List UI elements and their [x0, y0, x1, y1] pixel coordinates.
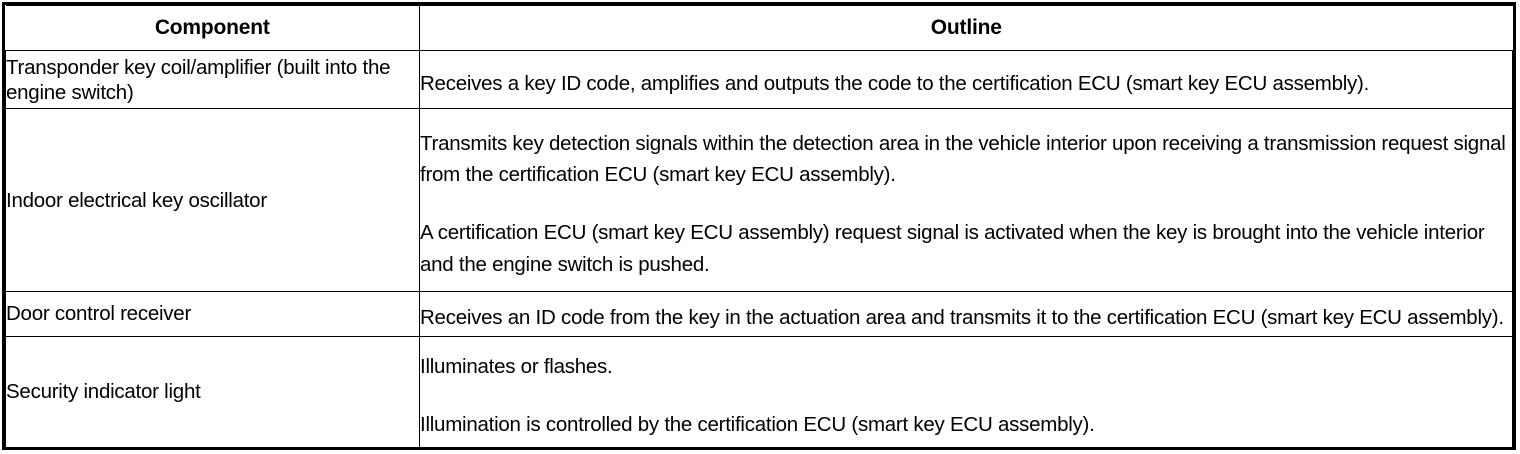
outline-paragraph: Transmits key detection signals within t… — [420, 131, 1506, 186]
component-name-text: Security indicator light — [6, 380, 201, 404]
table-header-row: Component Outline — [5, 5, 1513, 51]
component-name-text: Door control receiver — [6, 302, 192, 326]
outline-paragraph-stack: Transmits key detection signals within t… — [420, 121, 1512, 280]
outline-paragraph-stack: Illuminates or flashes. Illumination is c… — [420, 344, 1512, 441]
table-header: Component Outline — [5, 5, 1513, 51]
cell-outline: Receives an ID code from the key in the … — [419, 291, 1513, 337]
component-name-text: Transponder key coil/amplifier (built in… — [6, 55, 391, 104]
cell-component: Security indicator light — [5, 335, 420, 447]
outline-paragraph: Receives an ID code from the key in the … — [420, 305, 1504, 329]
table-row: Door control receiver Receives an ID code… — [5, 291, 1513, 337]
cell-component: Indoor electrical key oscillator — [5, 108, 420, 293]
outline-paragraph: Illumination is controlled by the certif… — [420, 412, 1095, 436]
cell-outline: Transmits key detection signals within t… — [419, 108, 1513, 293]
outline-paragraph: Receives a key ID code, amplifies and ou… — [420, 71, 1370, 95]
cell-component: Door control receiver — [5, 291, 420, 337]
table-row: Security indicator light Illuminates or f… — [5, 335, 1513, 447]
column-header-outline: Outline — [419, 5, 1513, 51]
outline-paragraph: Illuminates or flashes. — [420, 354, 613, 378]
component-name-text: Indoor electrical key oscillator — [6, 188, 267, 212]
table-body: Transponder key coil/amplifier (built in… — [5, 49, 1513, 447]
table-row: Indoor electrical key oscillator Transmit… — [5, 108, 1513, 293]
column-header-component: Component — [5, 5, 420, 51]
cell-outline: Illuminates or flashes. Illumination is c… — [419, 335, 1513, 447]
outline-paragraph-stack: Receives an ID code from the key in the … — [420, 295, 1512, 333]
component-outline-table: Component Outline Transponder key coil/a… — [5, 5, 1513, 447]
cell-component: Transponder key coil/amplifier (built in… — [5, 49, 420, 110]
outline-paragraph: A certification ECU (smart key ECU assem… — [420, 221, 1485, 276]
cell-outline: Receives a key ID code, amplifies and ou… — [419, 49, 1513, 110]
outline-paragraph-stack: Receives a key ID code, amplifies and ou… — [420, 61, 1512, 99]
table-row: Transponder key coil/amplifier (built in… — [5, 49, 1513, 110]
